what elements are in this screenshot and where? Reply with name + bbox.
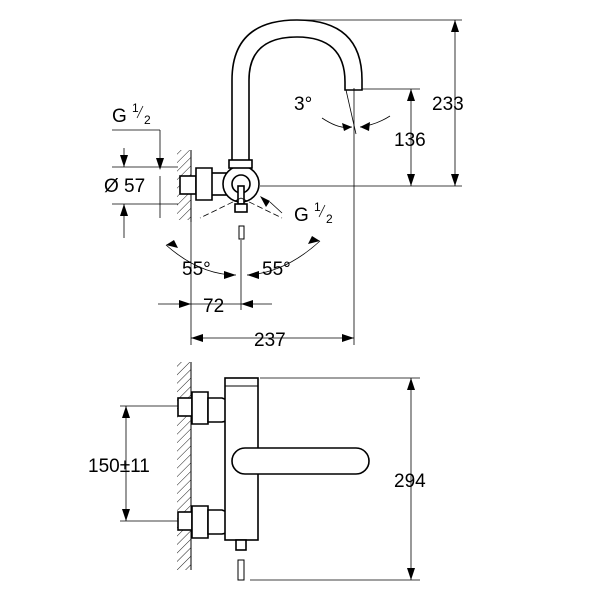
thread-top-frac-num: 1	[132, 101, 139, 115]
dim-projection: 237	[254, 330, 286, 351]
thread-side-g: G	[294, 205, 309, 226]
dim-angle-spout: 3°	[294, 94, 312, 115]
dim-height-spout: 136	[394, 130, 426, 151]
wall-hatch-bottom	[177, 362, 191, 570]
thread-top-g: G	[112, 106, 127, 127]
dim-diameter: Ø 57	[104, 176, 145, 197]
dim-center-distance: 150±11	[88, 456, 150, 477]
diverter-stem	[237, 185, 245, 205]
spout-collar	[228, 159, 253, 169]
thread-side-frac-num: 1	[314, 200, 321, 214]
swing-line-right	[240, 197, 283, 219]
front-view: 150±11 294	[88, 362, 426, 581]
outlet-pin	[237, 559, 245, 581]
dim-height: 294	[394, 471, 426, 492]
dim-angle-right: 55°	[262, 259, 291, 280]
lever-handle	[231, 447, 370, 475]
dim-height-total: 233	[432, 94, 464, 115]
swing-line-left	[199, 197, 242, 219]
thread-side-leader	[269, 201, 283, 214]
lower-connector-nut	[177, 511, 193, 531]
upper-connector-nut	[177, 397, 193, 417]
diverter-pin	[238, 225, 245, 240]
upper-escutcheon	[191, 391, 209, 425]
dim-offset: 72	[203, 296, 224, 317]
spout	[231, 19, 363, 167]
dim-angle-left: 55°	[182, 259, 211, 280]
inlet-connection	[179, 175, 197, 195]
escutcheon	[195, 167, 213, 201]
lower-escutcheon	[191, 505, 209, 539]
thread-side-frac-bar	[318, 204, 326, 218]
thread-side-frac-den: 2	[326, 212, 333, 226]
side-view: 233 136 3° G 1 2 Ø 57 G 1	[104, 19, 464, 351]
thread-top-frac-den: 2	[144, 113, 151, 127]
thread-top-frac-bar	[136, 105, 144, 119]
spout-angle-line	[345, 89, 357, 135]
outlet-stub	[235, 539, 247, 551]
diverter-knob	[234, 203, 248, 213]
